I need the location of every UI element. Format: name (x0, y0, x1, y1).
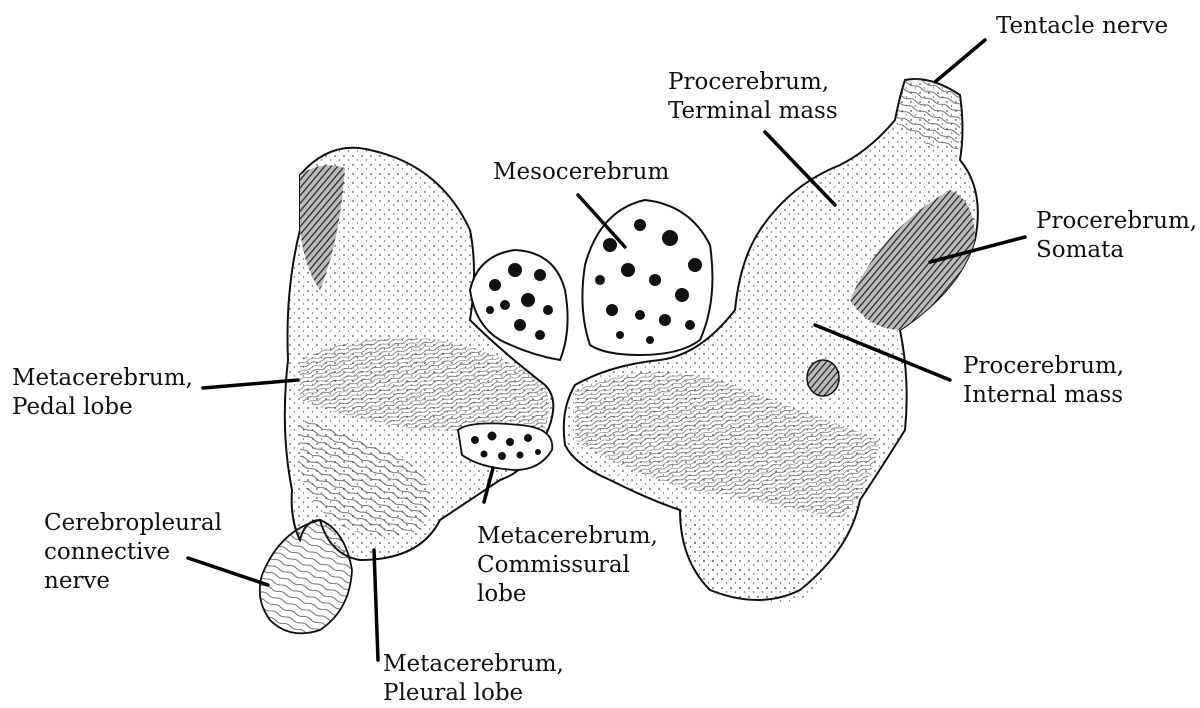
label-metacerebrum-pleural-lobe: Metacerebrum, Pleural lobe (383, 650, 564, 708)
label-line: lobe (477, 580, 658, 609)
leader-tentacle-nerve (935, 40, 985, 82)
label-procerebrum-internal-mass: Procerebrum, Internal mass (963, 352, 1124, 410)
label-line: Commissural (477, 551, 658, 580)
label-metacerebrum-pedal-lobe: Metacerebrum, Pedal lobe (12, 364, 193, 422)
label-line: Metacerebrum, (477, 522, 658, 551)
label-cerebropleural-connective-nerve: Cerebropleural connective nerve (44, 509, 222, 596)
label-line: Internal mass (963, 381, 1124, 410)
label-line: Cerebropleural (44, 509, 222, 538)
label-metacerebrum-commissural-lobe: Metacerebrum, Commissural lobe (477, 522, 658, 609)
label-line: Procerebrum, (963, 352, 1124, 381)
leader-pedal-lobe (203, 380, 298, 388)
label-line: Metacerebrum, (383, 650, 564, 679)
label-line: Procerebrum, (668, 68, 838, 97)
label-mesocerebrum: Mesocerebrum (493, 158, 669, 187)
leader-pleural-lobe (374, 550, 378, 660)
label-line: Somata (1036, 236, 1197, 265)
label-line: Terminal mass (668, 97, 838, 126)
label-line: Procerebrum, (1036, 207, 1197, 236)
label-procerebrum-somata: Procerebrum, Somata (1036, 207, 1197, 265)
label-line: Mesocerebrum (493, 158, 669, 187)
label-tentacle-nerve: Tentacle nerve (996, 12, 1168, 41)
label-procerebrum-terminal-mass: Procerebrum, Terminal mass (668, 68, 838, 126)
label-line: nerve (44, 567, 222, 596)
label-line: Metacerebrum, (12, 364, 193, 393)
label-line: Pleural lobe (383, 679, 564, 708)
label-line: connective (44, 538, 222, 567)
label-line: Tentacle nerve (996, 12, 1168, 41)
label-line: Pedal lobe (12, 393, 193, 422)
